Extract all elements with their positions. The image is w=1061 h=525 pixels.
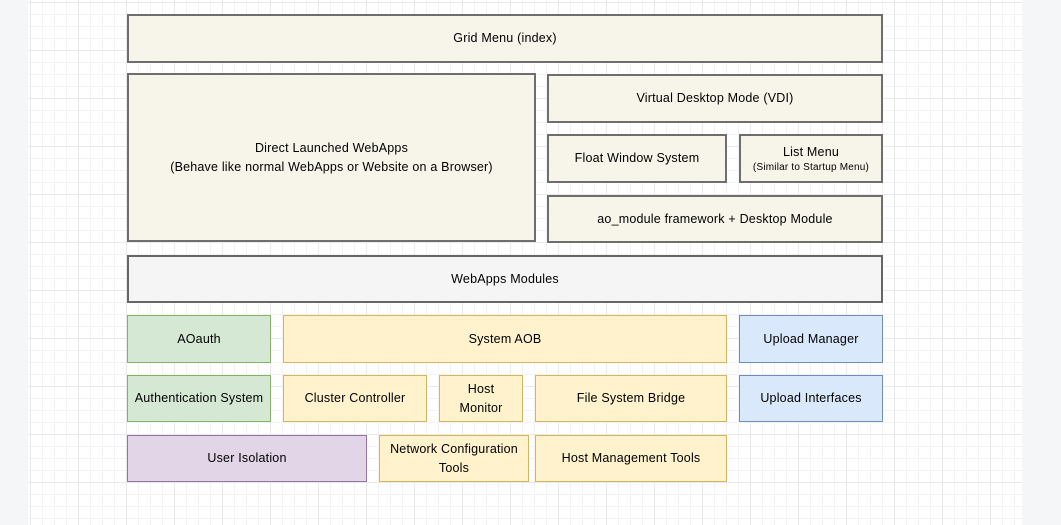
- box-aoauth: AOauth: [127, 315, 271, 363]
- page-gutter-left: [0, 0, 28, 525]
- box-system-aob-label: System AOB: [468, 331, 542, 346]
- box-host-monitor: Host Monitor: [439, 375, 523, 422]
- box-host-management-tools-label: Host Management Tools: [561, 451, 701, 466]
- box-upload-interfaces-label: Upload Interfaces: [760, 391, 862, 406]
- box-ao-module-framework: ao_module framework + Desktop Module: [547, 195, 883, 243]
- box-user-isolation: User Isolation: [127, 435, 367, 482]
- box-list-menu: List Menu (Similar to Startup Menu): [739, 134, 883, 183]
- box-float-window-system: Float Window System: [547, 134, 727, 183]
- box-direct-launched-webapps: Direct Launched WebApps (Behave like nor…: [127, 73, 536, 242]
- box-ao-module-framework-label: ao_module framework + Desktop Module: [597, 211, 833, 226]
- box-host-management-tools: Host Management Tools: [535, 435, 727, 482]
- box-grid-menu: Grid Menu (index): [127, 14, 883, 63]
- box-list-menu-sublabel: (Similar to Startup Menu): [752, 162, 870, 174]
- box-float-window-system-label: Float Window System: [574, 151, 700, 166]
- box-system-aob: System AOB: [283, 315, 727, 363]
- box-upload-manager-label: Upload Manager: [763, 331, 859, 346]
- box-webapps-modules-label: WebApps Modules: [451, 271, 559, 286]
- box-file-system-bridge-label: File System Bridge: [576, 391, 686, 406]
- box-webapps-modules: WebApps Modules: [127, 255, 883, 303]
- box-file-system-bridge: File System Bridge: [535, 375, 727, 422]
- box-host-monitor-label: Host Monitor: [459, 381, 503, 415]
- box-virtual-desktop-mode-label: Virtual Desktop Mode (VDI): [636, 91, 794, 106]
- box-authentication-system: Authentication System: [127, 375, 271, 422]
- box-virtual-desktop-mode: Virtual Desktop Mode (VDI): [547, 74, 883, 123]
- box-network-configuration-tools-label: Network Configuration Tools: [390, 441, 518, 475]
- box-cluster-controller-label: Cluster Controller: [304, 391, 406, 406]
- box-direct-launched-webapps-description: (Behave like normal WebApps or Website o…: [170, 159, 493, 174]
- box-list-menu-label: List Menu: [783, 144, 839, 159]
- box-aoauth-label: AOauth: [177, 331, 221, 346]
- box-network-configuration-tools: Network Configuration Tools: [379, 435, 529, 482]
- box-upload-interfaces: Upload Interfaces: [739, 375, 883, 422]
- box-upload-manager: Upload Manager: [739, 315, 883, 363]
- page-gutter-right: [1022, 0, 1061, 525]
- box-user-isolation-label: User Isolation: [207, 451, 287, 466]
- box-direct-launched-webapps-label: Direct Launched WebApps: [254, 140, 409, 155]
- box-cluster-controller: Cluster Controller: [283, 375, 427, 422]
- box-authentication-system-label: Authentication System: [134, 391, 264, 406]
- box-grid-menu-label: Grid Menu (index): [453, 31, 557, 46]
